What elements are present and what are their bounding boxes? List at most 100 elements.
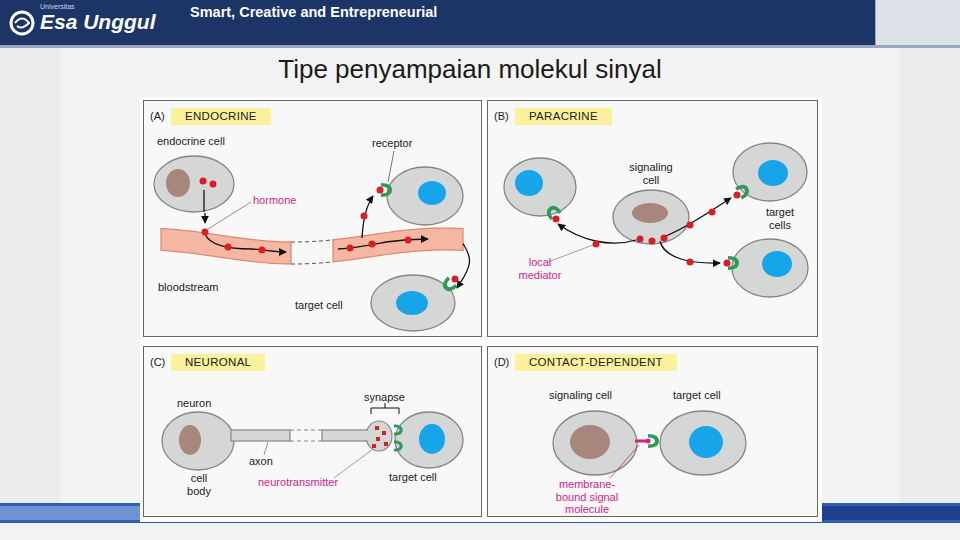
footer-base — [0, 523, 960, 540]
cell-nucleus — [396, 291, 428, 315]
flow-arrow — [666, 198, 731, 236]
mediator-dot — [734, 192, 741, 199]
hormone-dot — [377, 187, 384, 194]
synapse-bracket — [371, 403, 399, 414]
axon-tube — [322, 430, 370, 441]
hormone-dot — [369, 241, 376, 248]
mediator-dot — [637, 236, 644, 243]
hormone-dot — [405, 237, 412, 244]
cell-nucleus — [419, 424, 445, 454]
neurotransmitter-dot — [376, 437, 380, 441]
mediator-dot — [724, 260, 731, 267]
mediator-dot — [661, 235, 668, 242]
cell-label: signaling cell — [621, 161, 681, 186]
axon-join — [362, 431, 368, 440]
slide-title: Tipe penyampaian molekul sinyal — [160, 54, 780, 85]
receptor-symbol — [735, 182, 752, 200]
cell-nucleus — [179, 425, 201, 455]
flow-arrow — [660, 241, 720, 263]
panel-tag: CONTACT-DEPENDENT — [515, 354, 677, 371]
mediator-dot — [553, 216, 560, 223]
signal-molecule — [646, 439, 651, 444]
hormone-dot — [347, 245, 354, 252]
cell-outline — [611, 161, 691, 245]
hormone-dot — [452, 276, 459, 283]
blood-vessel — [333, 228, 463, 262]
axon-break — [290, 430, 322, 441]
vessel-break — [291, 240, 333, 242]
receptor-symbol — [544, 203, 562, 220]
panel-tag: PARACRINE — [515, 108, 612, 125]
cell-nucleus — [689, 426, 723, 458]
target-cell — [733, 143, 807, 201]
target-cell — [504, 158, 576, 216]
hormone-dot — [225, 244, 232, 251]
hormone-dot — [200, 178, 207, 185]
target-cell — [387, 167, 463, 225]
mediator-dot — [687, 222, 694, 229]
leader-line — [208, 202, 251, 229]
flow-arrow — [362, 196, 373, 238]
hormone-dot — [361, 213, 368, 220]
receptor-symbol — [648, 434, 659, 448]
receptor-symbol — [440, 277, 458, 295]
band-label: bloodstream — [158, 281, 219, 294]
axon-terminal — [366, 421, 392, 451]
receptor-symbol — [394, 440, 403, 451]
panel-box: (B)PARACRINEsignaling cell — [487, 100, 818, 337]
leader-line — [334, 449, 373, 478]
cell-label: target cell — [295, 299, 343, 312]
tagline: Smart, Creative and Entrepreneurial — [190, 4, 437, 21]
mediator-dot — [593, 241, 600, 248]
cell-membrane — [162, 412, 234, 470]
panel-letter: (A) — [150, 110, 165, 123]
flow-arrow — [338, 239, 428, 249]
mediator-dot — [687, 259, 694, 266]
panel-letter: (D) — [494, 356, 509, 369]
cell-outline — [659, 389, 749, 477]
hormone-dot — [210, 181, 217, 188]
neurotransmitter-dot — [382, 431, 386, 435]
flow-arrow — [204, 213, 205, 223]
cell-membrane — [613, 190, 689, 244]
neurotransmitter-dot — [384, 442, 388, 446]
hormone-dot — [259, 247, 266, 254]
endocrine-cell: endocrine cell — [151, 135, 245, 213]
target-cell: target cell — [369, 273, 457, 333]
logo-swirl — [15, 19, 29, 28]
leader-line — [388, 151, 394, 182]
cell-membrane — [395, 412, 463, 468]
banner-end — [875, 0, 960, 45]
receptor-symbol — [728, 256, 739, 270]
panel-letter: (C) — [150, 356, 165, 369]
band-outline — [161, 223, 463, 269]
vessel-break — [291, 262, 333, 264]
flow-arrow — [558, 224, 636, 243]
leader-line — [264, 442, 268, 455]
logo-text: Esa Unggul — [40, 10, 156, 34]
cell-membrane — [553, 411, 637, 475]
axon-tube — [231, 430, 290, 441]
hormone-dot — [202, 229, 209, 236]
cell-label: endocrine cell — [157, 135, 225, 148]
cell-nucleus — [762, 251, 792, 277]
bloodstream-band: bloodstream — [161, 223, 463, 269]
flow-arrow — [205, 234, 286, 252]
panel-box: (D)CONTACT-DEPENDENTsignaling celltarget… — [487, 346, 818, 517]
cell-membrane — [371, 275, 455, 331]
neurotransmitter-dot — [372, 444, 376, 448]
leader-line — [610, 445, 639, 478]
leader-line — [548, 245, 593, 262]
cell-label: target cell — [389, 471, 437, 484]
panel-box: (C) NEURONAL neuroncell body target cell — [143, 346, 482, 517]
signal-molecule — [635, 440, 647, 443]
cell-membrane — [660, 411, 746, 475]
cell-label: target cell — [673, 389, 721, 402]
cell-label: neuron — [177, 397, 211, 410]
cell-nucleus — [570, 425, 610, 459]
cell-nucleus — [515, 170, 543, 196]
flow-arrow — [457, 244, 470, 288]
panel-tag: NEURONAL — [171, 354, 265, 371]
receptor-symbol — [381, 183, 392, 197]
neuron-cell: neuroncell body — [161, 397, 237, 501]
